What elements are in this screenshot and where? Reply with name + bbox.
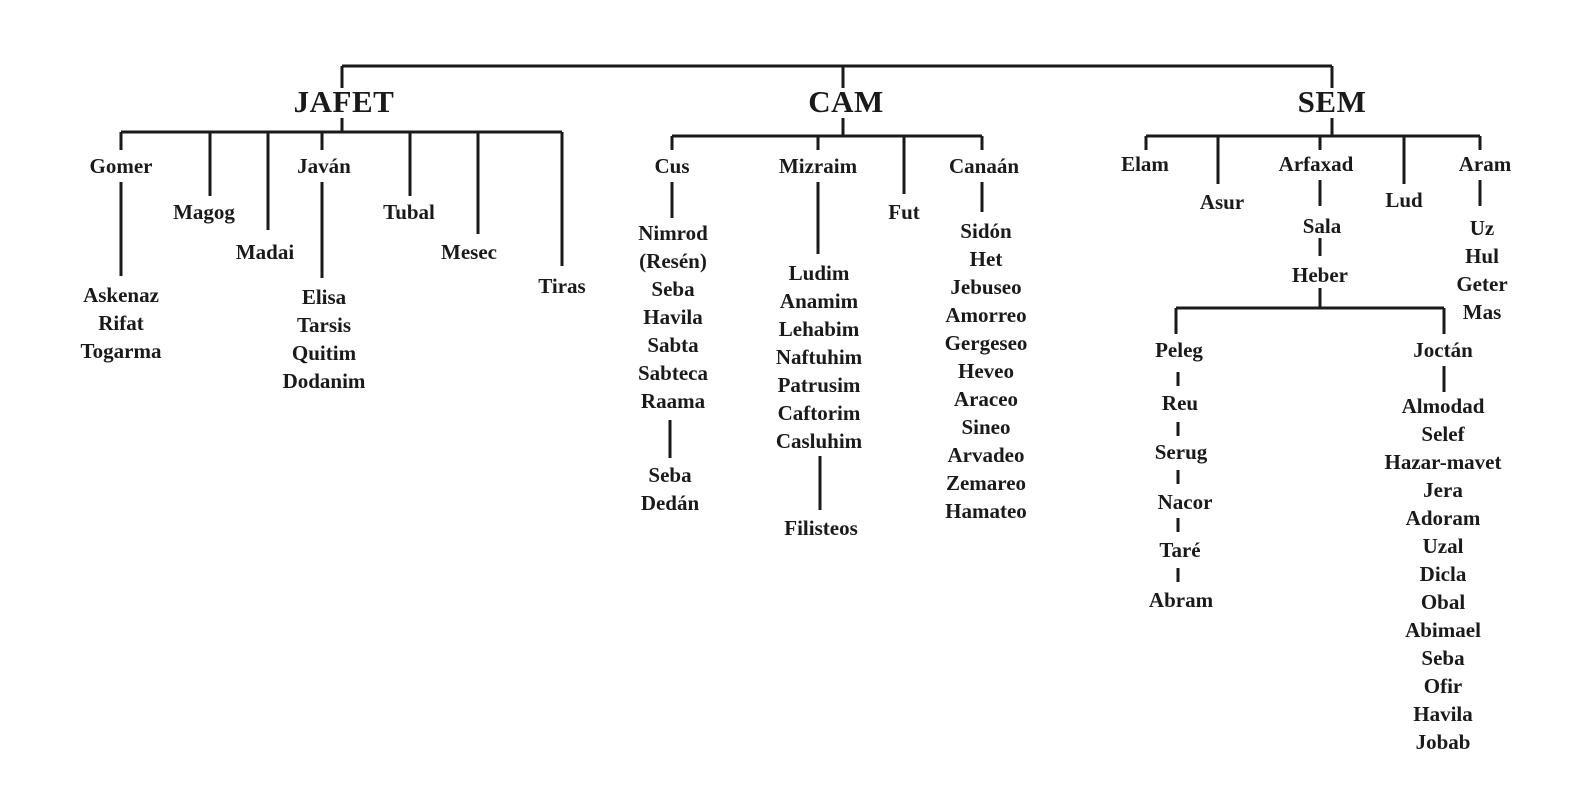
node-arfaxad: Arfaxad	[1278, 152, 1354, 176]
node-lud: Lud	[1385, 188, 1423, 212]
node-almodad: Almodad	[1401, 394, 1485, 418]
node-sala: Sala	[1302, 214, 1342, 238]
node-jafet: JAFET	[293, 84, 395, 119]
joctan-children: Almodad Selef Hazar-mavet Jera Adoram Uz…	[1385, 392, 1502, 756]
node-joctan: Joctán	[1413, 338, 1473, 362]
node-aram: Aram	[1458, 152, 1512, 176]
node-dedan: Dedán	[640, 491, 700, 515]
node-seba-raama: Seba	[648, 463, 692, 487]
node-heveo: Heveo	[958, 359, 1014, 383]
node-nimrod: Nimrod	[638, 221, 708, 245]
node-mizraim: Mizraim	[778, 154, 858, 178]
node-mas: Mas	[1462, 300, 1502, 324]
node-obal: Obal	[1420, 590, 1466, 614]
node-magog: Magog	[173, 200, 235, 224]
gomer-children: Askenaz Rifat Togarma	[81, 281, 162, 365]
node-tare: Taré	[1159, 538, 1201, 562]
node-gomer: Gomer	[89, 154, 153, 178]
node-sabteca: Sabteca	[638, 361, 708, 385]
node-cam: CAM	[808, 84, 884, 119]
canaan-children: Sidón Het Jebuseo Amorreo Gergeseo Heveo…	[945, 217, 1028, 525]
node-jebuseo: Jebuseo	[950, 275, 1022, 299]
javan-children: Elisa Tarsis Quitim Dodanim	[283, 283, 366, 395]
node-abram: Abram	[1148, 588, 1214, 612]
node-lehabim: Lehabim	[778, 317, 860, 341]
mizraim-children: Ludim Anamim Lehabim Naftuhim Patrusim C…	[776, 259, 862, 455]
node-dodanim: Dodanim	[282, 369, 366, 393]
node-sineo: Sineo	[961, 415, 1011, 439]
node-sem: SEM	[1297, 84, 1367, 119]
node-reu: Reu	[1161, 391, 1199, 415]
node-canaan: Canaán	[948, 154, 1020, 178]
node-nacor: Nacor	[1157, 490, 1213, 514]
node-anamim: Anamim	[779, 289, 859, 313]
node-javan: Javán	[297, 154, 351, 178]
node-tarsis: Tarsis	[296, 313, 352, 337]
node-quitim: Quitim	[291, 341, 357, 365]
node-naftuhim: Naftuhim	[775, 345, 863, 369]
node-askenaz: Askenaz	[83, 283, 159, 307]
node-caftorim: Caftorim	[777, 401, 861, 425]
node-filisteos: Filisteos	[784, 516, 858, 540]
node-amorreo: Amorreo	[945, 303, 1027, 327]
node-serug: Serug	[1154, 440, 1208, 464]
node-adoram: Adoram	[1405, 506, 1481, 530]
node-hamateo: Hamateo	[945, 499, 1027, 523]
node-mesec: Mesec	[441, 240, 497, 264]
raama-children: Seba Dedán	[641, 461, 699, 517]
node-jera: Jera	[1423, 478, 1463, 502]
node-sabta: Sabta	[647, 333, 699, 357]
node-sidon: Sidón	[960, 219, 1012, 243]
node-cus: Cus	[654, 154, 690, 178]
node-uz: Uz	[1469, 216, 1495, 240]
node-selef: Selef	[1421, 422, 1465, 446]
node-arvadeo: Arvadeo	[947, 443, 1025, 467]
node-ofir: Ofir	[1423, 674, 1463, 698]
node-fut: Fut	[888, 200, 920, 224]
node-patrusim: Patrusim	[777, 373, 861, 397]
node-asur: Asur	[1199, 190, 1245, 214]
node-hazar-mavet: Hazar-mavet	[1384, 450, 1502, 474]
node-araceo: Araceo	[953, 387, 1019, 411]
node-seba: Seba	[651, 277, 695, 301]
node-tubal: Tubal	[383, 200, 435, 224]
node-seba-joctan: Seba	[1421, 646, 1465, 670]
cus-children: Nimrod (Resén) Seba Havila Sabta Sabteca…	[638, 219, 708, 415]
node-heber: Heber	[1292, 263, 1348, 287]
node-hul: Hul	[1465, 244, 1499, 268]
node-togarma: Togarma	[80, 339, 162, 363]
node-dicla: Dicla	[1419, 562, 1467, 586]
aram-children: Uz Hul Geter Mas	[1456, 214, 1507, 326]
node-resen: (Resén)	[639, 249, 707, 273]
node-geter: Geter	[1456, 272, 1508, 296]
node-elisa: Elisa	[301, 285, 347, 309]
node-jobab: Jobab	[1415, 730, 1471, 754]
node-ludim: Ludim	[788, 261, 850, 285]
node-rifat: Rifat	[98, 311, 144, 335]
node-uzal: Uzal	[1422, 534, 1464, 558]
node-tiras: Tiras	[538, 274, 586, 298]
node-het: Het	[969, 247, 1003, 271]
node-gergeseo: Gergeseo	[944, 331, 1028, 355]
node-abimael: Abimael	[1405, 618, 1481, 642]
node-peleg: Peleg	[1155, 338, 1203, 362]
node-elam: Elam	[1121, 152, 1169, 176]
node-zemareo: Zemareo	[945, 471, 1027, 495]
node-madai: Madai	[235, 240, 295, 264]
node-raama: Raama	[640, 389, 706, 413]
node-havila-joctan: Havila	[1413, 702, 1473, 726]
node-havila: Havila	[643, 305, 703, 329]
node-casluhim: Casluhim	[775, 429, 863, 453]
